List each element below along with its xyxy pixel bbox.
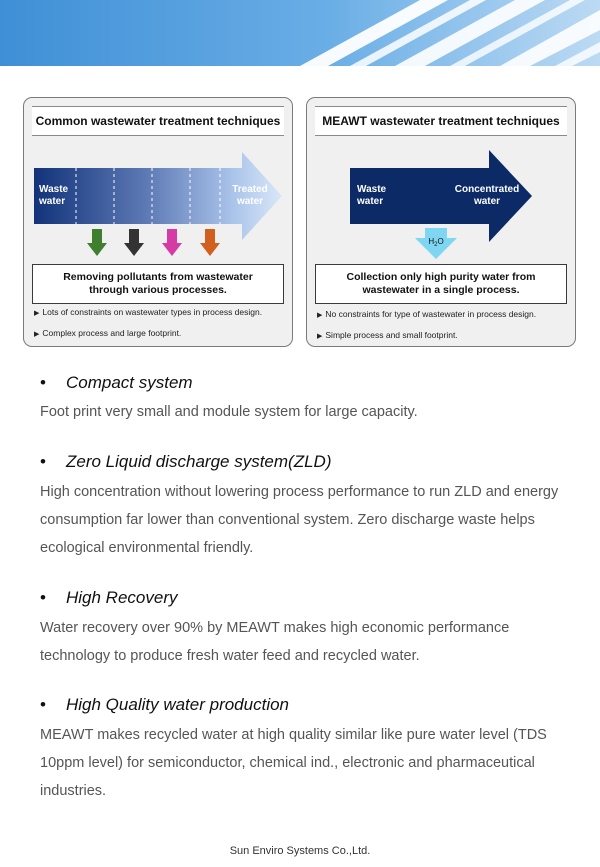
- section-title-high-recovery: •High Recovery: [40, 588, 178, 607]
- section-title-compact-system: •Compact system: [40, 373, 193, 392]
- common-description-line: Removing pollutants from wastewater: [63, 271, 253, 283]
- footer-company-name: Sun Enviro Systems Co.,Ltd.: [229, 845, 371, 857]
- section-body-compact-system: Foot print very small and module system …: [40, 404, 418, 420]
- meawt-input-label: water: [356, 196, 383, 207]
- process-step-down-arrow: [162, 229, 182, 256]
- note-marker: ▶: [317, 312, 323, 319]
- process-step-down-arrow: [200, 229, 220, 256]
- meawt-output-label: water: [473, 196, 500, 207]
- common-process-diagram: Waste water Treated water: [34, 152, 282, 256]
- meawt-process-arrow: [350, 150, 532, 242]
- bullet: •: [40, 373, 46, 392]
- h2o-label: H2O: [428, 237, 443, 248]
- common-output-label: Treated: [232, 184, 268, 195]
- common-output-label: water: [236, 196, 263, 207]
- common-techniques-panel: Common wastewater treatment techniques W…: [23, 97, 293, 347]
- meawt-input-label: Waste: [357, 184, 387, 195]
- common-input-label: water: [38, 196, 65, 207]
- header-banner: [0, 0, 600, 66]
- section-body-zld: High concentration without lowering proc…: [40, 484, 559, 556]
- common-description-line: through various processes.: [89, 284, 227, 296]
- note-marker: ▶: [34, 310, 40, 317]
- common-note: ▶Complex process and large footprint.: [34, 328, 182, 338]
- process-step-down-arrow: [87, 229, 107, 256]
- process-step-down-arrow: [124, 229, 144, 256]
- meawt-description-box: Collection only high purity water from w…: [315, 264, 567, 304]
- common-note: ▶Lots of constraints on wastewater types…: [34, 307, 263, 317]
- bullet: •: [40, 588, 46, 607]
- meawt-techniques-panel: MEAWT wastewater treatment techniques Wa…: [306, 97, 576, 347]
- section-title-zld: •Zero Liquid discharge system(ZLD): [40, 452, 332, 471]
- section-body-high-recovery: Water recovery over 90% by MEAWT makes h…: [40, 620, 510, 664]
- meawt-description-line: wastewater in a single process.: [362, 284, 520, 296]
- note-marker: ▶: [34, 331, 40, 338]
- h2o-output-arrow: [415, 228, 457, 259]
- meawt-process-diagram: Waste water Concentrated water H2O: [350, 150, 532, 259]
- meawt-panel-title: MEAWT wastewater treatment techniques: [315, 106, 567, 136]
- meawt-note: ▶No constraints for type of wastewater i…: [317, 309, 537, 319]
- bullet: •: [40, 452, 46, 471]
- meawt-note: ▶Simple process and small footprint.: [317, 330, 458, 340]
- note-marker: ▶: [317, 333, 323, 340]
- section-body-high-quality: MEAWT makes recycled water at high quali…: [40, 727, 547, 799]
- section-title-high-quality: •High Quality water production: [40, 695, 290, 714]
- bullet: •: [40, 695, 46, 714]
- common-panel-title: Common wastewater treatment techniques: [32, 106, 284, 136]
- common-description-box: Removing pollutants from wastewater thro…: [32, 264, 284, 304]
- meawt-output-label: Concentrated: [455, 184, 519, 195]
- meawt-description-line: Collection only high purity water from: [346, 271, 536, 283]
- common-input-label: Waste: [39, 184, 69, 195]
